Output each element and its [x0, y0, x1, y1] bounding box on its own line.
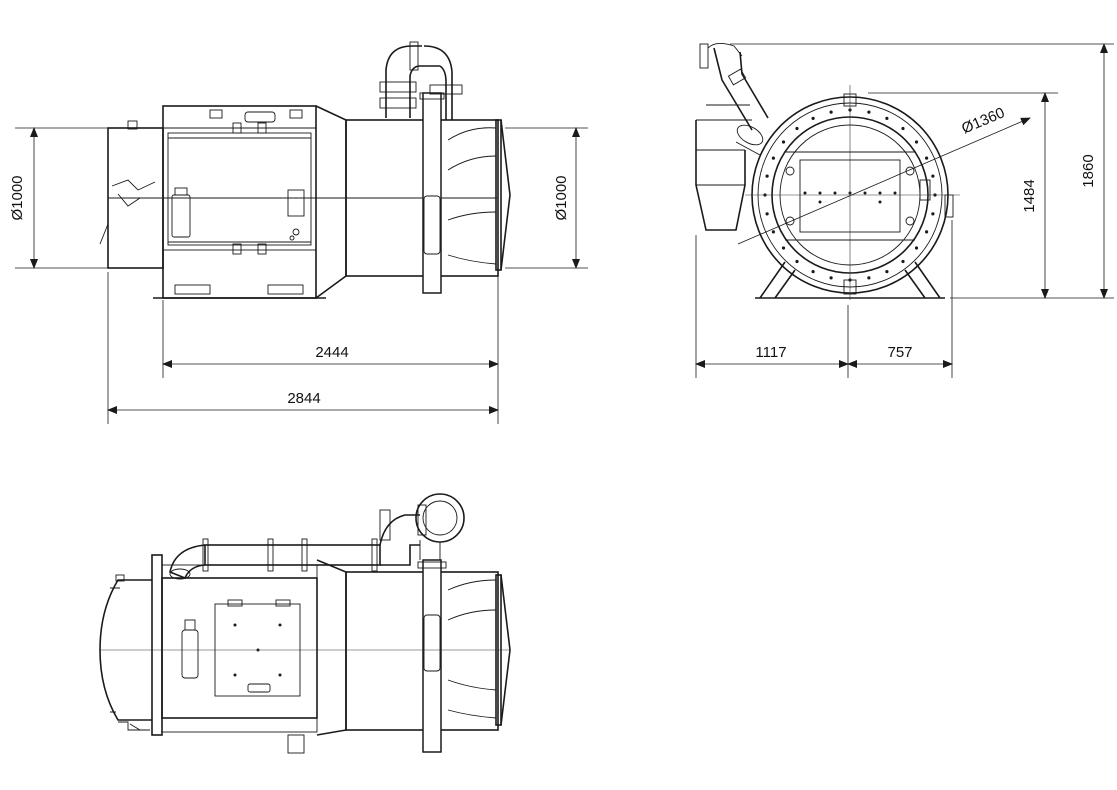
dim-total-height: 1860	[1080, 154, 1097, 187]
flange-bolt	[771, 230, 776, 234]
flange-bolt	[829, 276, 833, 280]
side-hopper	[695, 120, 746, 231]
dim-overall-length: 2844	[287, 390, 320, 407]
top-main-body	[161, 577, 318, 719]
flange-bolt	[931, 174, 935, 178]
top-cone	[316, 559, 347, 736]
top-cylinder	[345, 571, 499, 731]
side-diagonal-pipe	[713, 47, 769, 131]
flange-bolt	[829, 110, 833, 114]
side-left-leg	[759, 261, 796, 299]
side-right-leg	[904, 261, 941, 299]
front-cylinder	[345, 119, 499, 277]
flange-bolt	[811, 116, 815, 120]
top-view	[99, 493, 511, 754]
flange-bolt	[901, 259, 905, 264]
front-dimensions: Ø1000 Ø1000 2444 2844	[9, 127, 588, 424]
flange-bolt	[885, 116, 889, 120]
dim-axis-height: 1484	[1021, 179, 1038, 212]
top-vertical-pipe	[422, 559, 442, 753]
front-cone	[315, 105, 347, 299]
front-vertical-pipe	[422, 92, 442, 294]
flange-bolt	[765, 174, 769, 178]
flange-bolt	[925, 156, 929, 160]
flange-bolt	[811, 270, 815, 274]
dim-right-extent: 757	[887, 344, 912, 361]
dim-inlet-diameter: Ø1000	[9, 175, 26, 220]
flange-bolt	[781, 140, 786, 144]
front-view	[99, 41, 511, 299]
flange-bolt	[795, 259, 799, 264]
dim-left-extent: 1117	[755, 344, 786, 361]
flange-bolt	[925, 230, 929, 234]
flange-bolt	[914, 246, 919, 250]
flange-bolt	[931, 212, 935, 216]
front-main-body	[162, 105, 317, 299]
flange-bolt	[914, 140, 919, 144]
side-dimensions: Ø1360 1484 1860 1117 757	[695, 43, 1114, 378]
flange-bolt	[781, 246, 786, 250]
front-elbow-pipe	[385, 45, 422, 118]
flange-bolt	[867, 110, 871, 114]
flange-bolt	[765, 212, 769, 216]
top-horizontal-pipe	[204, 544, 381, 566]
flange-bolt	[867, 276, 871, 280]
dim-outlet-diameter: Ø1000	[553, 175, 570, 220]
flange-bolt	[901, 126, 905, 131]
side-flange-bolts	[763, 108, 937, 282]
dim-housing-diameter: Ø1360	[959, 104, 1007, 137]
dim-body-length: 2444	[315, 344, 348, 361]
flange-bolt	[795, 126, 799, 131]
flange-bolt	[885, 270, 889, 274]
flange-bolt	[771, 156, 776, 160]
side-view	[695, 43, 1031, 300]
